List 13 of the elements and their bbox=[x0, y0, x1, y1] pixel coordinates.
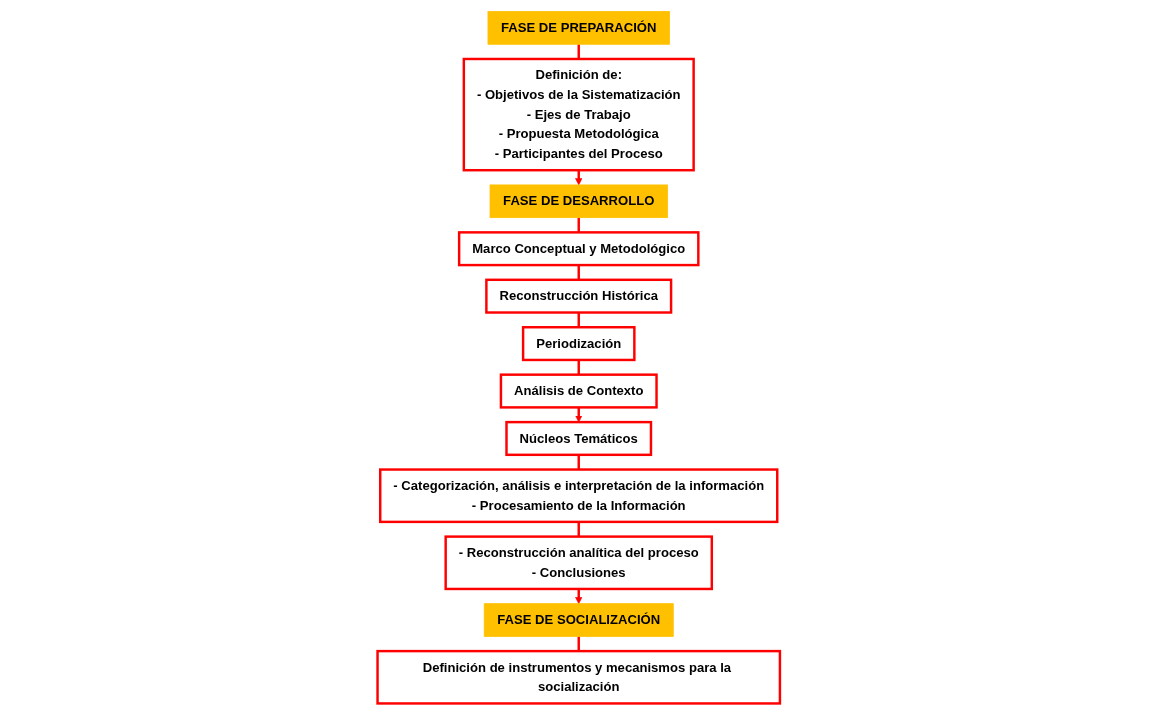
node-box: Definición de instrumentos y mecanismos para la socialización bbox=[376, 649, 781, 705]
node-box: Definición de: - Objetivos de la Sistematización - Ejes de Trabajo - Propuesta Metodológica - Participantes del Proceso bbox=[462, 57, 695, 172]
node-box: FASE DE PREPARACIÓN bbox=[487, 11, 670, 45]
node-box: - Reconstrucción analítica del proceso - Conclusiones bbox=[444, 535, 713, 591]
node-box: - Categorización, análisis e interpretación de la información - Procesamiento de la Información bbox=[378, 468, 779, 524]
node-box: Núcleos Temáticos bbox=[505, 420, 652, 457]
arrow bbox=[574, 407, 583, 423]
node-box: Análisis de Contexto bbox=[499, 373, 658, 409]
node-box: FASE DE DESARROLLO bbox=[489, 184, 668, 219]
node-box: Marco Conceptual y Metodológico bbox=[457, 231, 700, 267]
node-box: Reconstrucción Histórica bbox=[484, 278, 673, 314]
node-box: FASE DE SOCIALIZACIÓN bbox=[483, 603, 674, 637]
node-box: Periodización bbox=[521, 326, 636, 362]
